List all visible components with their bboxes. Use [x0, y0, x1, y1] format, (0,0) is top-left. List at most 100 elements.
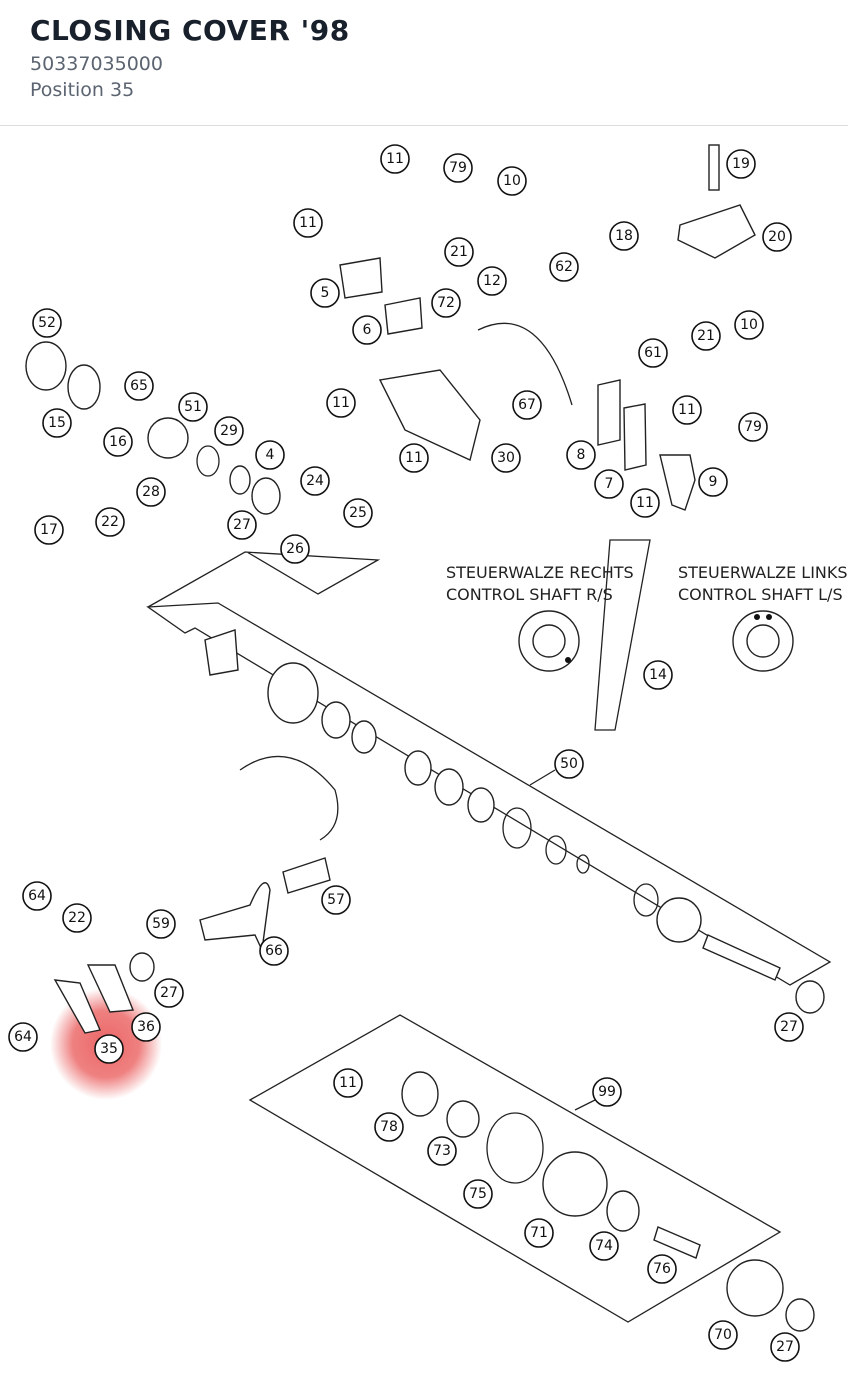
callout-26[interactable]: 26	[280, 534, 310, 564]
callout-28[interactable]: 28	[136, 477, 166, 507]
callout-27[interactable]: 27	[770, 1332, 800, 1362]
callout-11[interactable]: 11	[380, 144, 410, 174]
callout-27[interactable]: 27	[154, 978, 184, 1008]
callout-14[interactable]: 14	[643, 660, 673, 690]
leader-99	[574, 1099, 596, 1111]
svg-text:11: 11	[299, 215, 317, 231]
svg-text:64: 64	[28, 888, 46, 904]
callout-22[interactable]: 22	[95, 507, 125, 537]
callout-10[interactable]: 10	[497, 166, 527, 196]
caption-rechts-de: STEUERWALZE RECHTS	[446, 563, 634, 582]
callout-64[interactable]: 64	[8, 1022, 38, 1052]
callout-59[interactable]: 59	[146, 909, 176, 939]
callout-79[interactable]: 79	[443, 153, 473, 183]
callout-27[interactable]: 27	[227, 510, 257, 540]
callout-7[interactable]: 7	[594, 469, 624, 499]
callout-16[interactable]: 16	[103, 427, 133, 457]
callout-15[interactable]: 15	[42, 408, 72, 438]
svg-text:51: 51	[184, 399, 202, 415]
svg-text:9: 9	[709, 474, 718, 490]
callout-11[interactable]: 11	[326, 388, 356, 418]
svg-text:35: 35	[100, 1041, 118, 1057]
svg-text:72: 72	[437, 295, 455, 311]
svg-text:14: 14	[649, 667, 667, 683]
svg-text:21: 21	[697, 328, 715, 344]
callout-18[interactable]: 18	[609, 221, 639, 251]
callout-57[interactable]: 57	[321, 885, 351, 915]
callout-5[interactable]: 5	[310, 278, 340, 308]
callout-22[interactable]: 22	[62, 903, 92, 933]
page-title: CLOSING COVER '98	[30, 14, 350, 47]
callout-11[interactable]: 11	[630, 488, 660, 518]
callout-51[interactable]: 51	[178, 392, 208, 422]
callout-76[interactable]: 76	[647, 1254, 677, 1284]
callout-78[interactable]: 78	[374, 1112, 404, 1142]
svg-text:22: 22	[68, 910, 86, 926]
callout-79[interactable]: 79	[738, 412, 768, 442]
callout-70[interactable]: 70	[708, 1320, 738, 1350]
callout-9[interactable]: 9	[698, 467, 728, 497]
callout-6[interactable]: 6	[352, 315, 382, 345]
callout-group: 11 79 10 19 11 21 18 20 12 62 5 72 6 52 …	[8, 144, 804, 1362]
callout-11[interactable]: 11	[333, 1068, 363, 1098]
callout-30[interactable]: 30	[491, 443, 521, 473]
callout-29[interactable]: 29	[214, 416, 244, 446]
callout-10[interactable]: 10	[734, 310, 764, 340]
svg-text:11: 11	[386, 151, 404, 167]
callout-19[interactable]: 19	[726, 149, 756, 179]
callout-50[interactable]: 50	[554, 749, 584, 779]
callout-8[interactable]: 8	[566, 440, 596, 470]
callout-27[interactable]: 27	[774, 1012, 804, 1042]
svg-text:18: 18	[615, 228, 633, 244]
svg-text:24: 24	[306, 473, 324, 489]
svg-text:7: 7	[605, 476, 614, 492]
svg-text:11: 11	[339, 1075, 357, 1091]
callout-12[interactable]: 12	[477, 266, 507, 296]
control-shaft-left-gear	[732, 610, 794, 672]
callout-35[interactable]: 35	[94, 1034, 124, 1064]
callout-17[interactable]: 17	[34, 515, 64, 545]
callout-21[interactable]: 21	[691, 321, 721, 351]
callout-73[interactable]: 73	[427, 1136, 457, 1166]
svg-text:28: 28	[142, 484, 160, 500]
callout-11[interactable]: 11	[293, 208, 323, 238]
svg-text:27: 27	[233, 517, 251, 533]
svg-text:57: 57	[327, 892, 345, 908]
callout-67[interactable]: 67	[512, 390, 542, 420]
svg-text:99: 99	[598, 1084, 616, 1100]
callout-66[interactable]: 66	[259, 936, 289, 966]
callout-65[interactable]: 65	[124, 371, 154, 401]
callout-21[interactable]: 21	[444, 237, 474, 267]
svg-text:73: 73	[433, 1143, 451, 1159]
callout-72[interactable]: 72	[431, 288, 461, 318]
svg-text:29: 29	[220, 423, 238, 439]
svg-text:11: 11	[678, 402, 696, 418]
assembly-frame-gear	[248, 1014, 782, 1323]
svg-text:25: 25	[349, 505, 367, 521]
callout-74[interactable]: 74	[589, 1231, 619, 1261]
callout-11[interactable]: 11	[399, 443, 429, 473]
svg-text:8: 8	[577, 447, 586, 463]
callout-20[interactable]: 20	[762, 222, 792, 252]
svg-text:67: 67	[518, 397, 536, 413]
callout-62[interactable]: 62	[549, 252, 579, 282]
callout-75[interactable]: 75	[463, 1179, 493, 1209]
callout-71[interactable]: 71	[524, 1218, 554, 1248]
position-label: Position 35	[30, 79, 135, 101]
callout-64[interactable]: 64	[22, 881, 52, 911]
svg-text:61: 61	[644, 345, 662, 361]
callout-4[interactable]: 4	[255, 440, 285, 470]
svg-text:64: 64	[14, 1029, 32, 1045]
svg-text:70: 70	[714, 1327, 732, 1343]
svg-text:19: 19	[732, 156, 750, 172]
callout-24[interactable]: 24	[300, 466, 330, 496]
callout-99[interactable]: 99	[592, 1077, 622, 1107]
callout-52[interactable]: 52	[32, 308, 62, 338]
callout-25[interactable]: 25	[343, 498, 373, 528]
svg-text:36: 36	[137, 1019, 155, 1035]
callout-11[interactable]: 11	[672, 395, 702, 425]
assembly-frame-upper	[147, 551, 381, 608]
assembly-frame-kickstart	[146, 602, 832, 986]
callout-61[interactable]: 61	[638, 338, 668, 368]
callout-36[interactable]: 36	[131, 1012, 161, 1042]
